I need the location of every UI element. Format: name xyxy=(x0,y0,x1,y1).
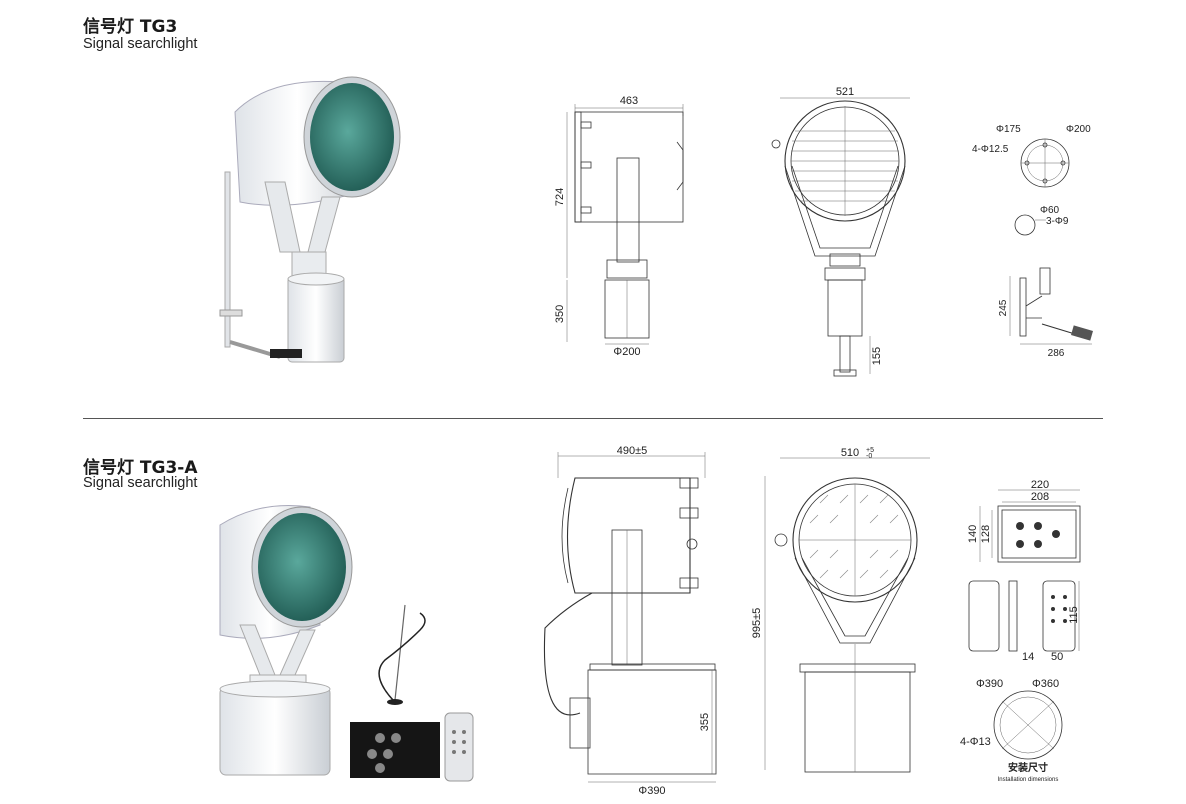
dim-155: 155 xyxy=(871,347,883,365)
dim-350: 350 xyxy=(554,305,566,323)
dim-208: 208 xyxy=(1031,491,1049,503)
section-divider xyxy=(83,418,1103,419)
dim-phi200-flange: Φ200 xyxy=(1066,124,1091,135)
dim-355: 355 xyxy=(699,713,711,731)
dim-521: 521 xyxy=(836,86,854,98)
install-label-cn: 安装尺寸 xyxy=(1008,761,1048,774)
section-title-tg3a: 信号灯 TG3-A xyxy=(83,458,198,478)
dim-phi60: Φ60 xyxy=(1040,205,1060,216)
dim-14: 14 xyxy=(1022,651,1034,663)
accessory-control-panel xyxy=(350,722,440,778)
dim-510-tol-upper: +5 xyxy=(866,447,874,454)
side-view-drawing-tg3a: 490±5 355 Φ390 xyxy=(543,445,717,797)
dim-bolt-holes: 4-Φ12.5 xyxy=(972,144,1009,155)
dim-510-tol-lower: -0 xyxy=(866,453,872,460)
dim-286: 286 xyxy=(1048,348,1065,359)
dim-50: 50 xyxy=(1051,651,1063,663)
dim-724: 724 xyxy=(554,188,566,206)
accessory-remote xyxy=(444,712,474,782)
installation-dimensions: Φ390 Φ360 4-Φ13 安装尺寸 Installation dimens… xyxy=(960,678,1063,783)
dim-128: 128 xyxy=(980,525,992,543)
dim-phi390-install: Φ390 xyxy=(976,678,1003,690)
product-photo-tg3 xyxy=(219,76,401,363)
section-subtitle-tg3a: Signal searchlight xyxy=(83,475,198,491)
product-photo-tg3a xyxy=(219,504,353,776)
dim-245: 245 xyxy=(998,299,1009,316)
dim-995: 995±5 xyxy=(751,608,763,639)
dim-510: 510 xyxy=(841,447,859,459)
section-subtitle-tg3: Signal searchlight xyxy=(83,36,198,52)
dim-phi390-base: Φ390 xyxy=(638,785,665,797)
front-view-drawing-tg3a: 510 +5 -0 995±5 xyxy=(751,447,930,773)
dim-hub-holes: 3-Φ9 xyxy=(1046,216,1069,227)
dim-140: 140 xyxy=(967,525,979,543)
control-panel-dimensions: 220 208 140 128 xyxy=(967,479,1081,563)
dim-220: 220 xyxy=(1031,479,1049,491)
dim-490: 490±5 xyxy=(617,445,648,457)
dim-115: 115 xyxy=(1068,606,1080,624)
front-view-drawing-tg3: 521 155 xyxy=(771,86,910,377)
accessory-antenna xyxy=(378,604,426,705)
install-label-en: Installation dimensions xyxy=(998,777,1059,783)
section-title-tg3: 信号灯 TG3 xyxy=(83,17,178,37)
dim-463: 463 xyxy=(620,95,638,107)
flange-detail-tg3: Φ175 Φ200 4-Φ12.5 Φ60 3-Φ9 245 286 xyxy=(972,124,1093,359)
dim-install-holes: 4-Φ13 xyxy=(960,736,991,748)
dim-phi175: Φ175 xyxy=(996,124,1021,135)
dim-phi200-base: Φ200 xyxy=(613,346,640,358)
side-view-drawing-tg3: 463 724 350 Φ200 xyxy=(554,95,684,358)
remote-dimensions: 115 14 50 xyxy=(968,580,1080,663)
dim-phi360-install: Φ360 xyxy=(1032,678,1059,690)
